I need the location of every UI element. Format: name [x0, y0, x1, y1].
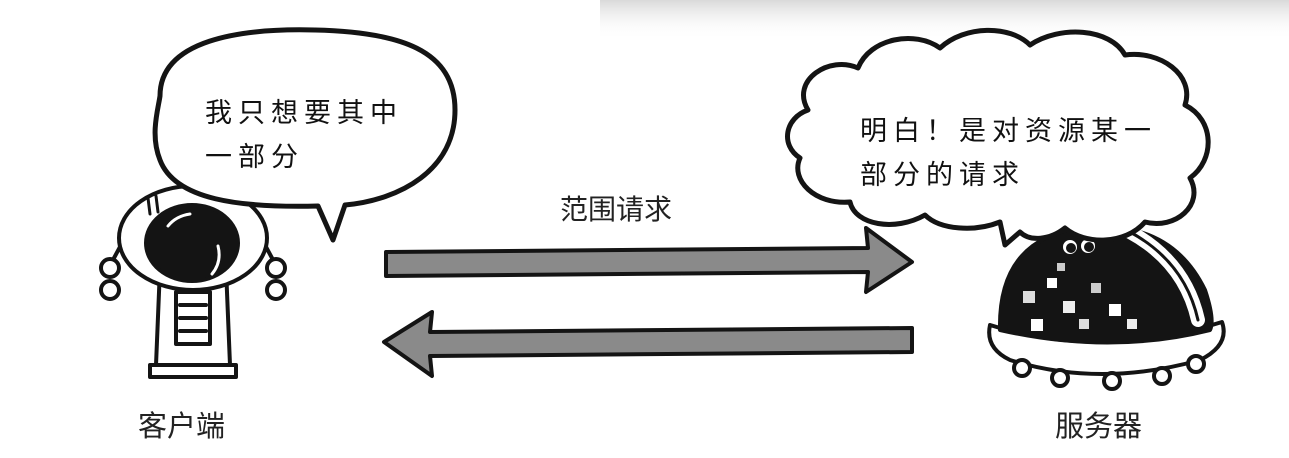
server-speech-text: 明白！是对资源某一 部分的请求 [860, 110, 1157, 198]
client-robot-illustration [99, 184, 287, 379]
top-shade [600, 0, 1289, 40]
server-speech-line-1: 明白！是对资源某一 [860, 116, 1157, 147]
server-dome-squares [1021, 261, 1139, 333]
response-arrow [382, 310, 914, 378]
server-label: 服务器 [1055, 409, 1143, 443]
request-arrow [384, 226, 914, 294]
server-speech-line-2: 部分的请求 [860, 160, 1025, 191]
server-robot-illustration [987, 224, 1226, 391]
client-speech-line-1: 我只想要其中 [205, 98, 403, 129]
client-speech-bubble [152, 27, 458, 243]
client-speech-text: 我只想要其中 一部分 [205, 92, 403, 180]
client-speech-line-2: 一部分 [205, 142, 304, 173]
client-label: 客户端 [138, 409, 226, 443]
server-speech-bubble [785, 27, 1211, 248]
range-request-label: 范围请求 [560, 193, 673, 226]
